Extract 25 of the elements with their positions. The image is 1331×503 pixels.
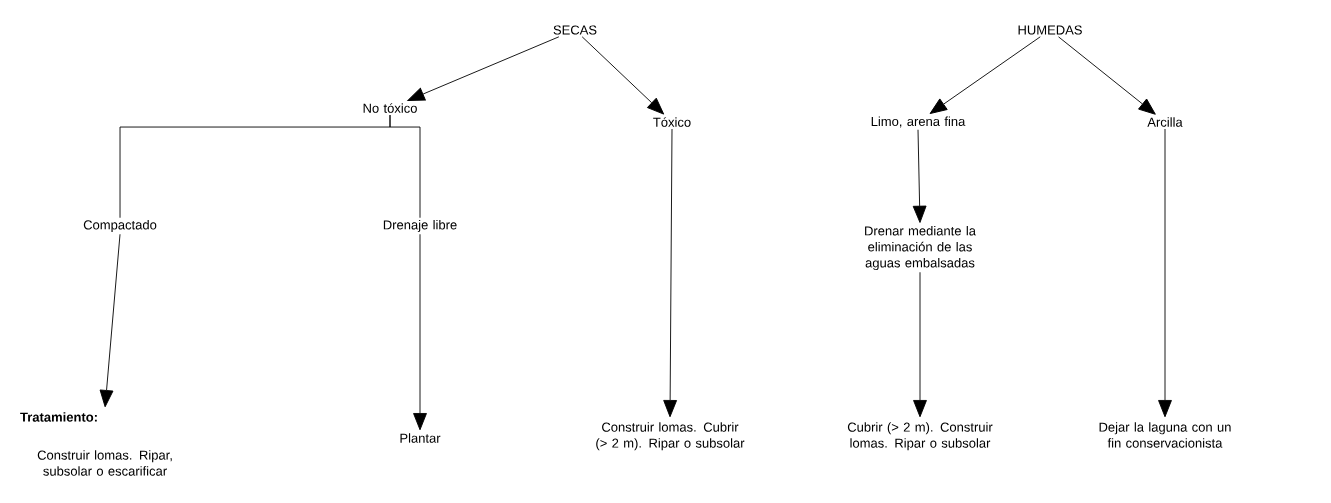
arrow xyxy=(99,233,121,408)
arrow xyxy=(581,36,665,115)
text-label: Dejar la laguna con un fin conservacionista xyxy=(1099,422,1231,448)
arrow xyxy=(1158,128,1172,418)
text-label: Cubrir (> 2 m). Construir lomas. Ripar o subsolar xyxy=(847,422,993,451)
arrow xyxy=(663,128,678,418)
text-label: Drenaje libre xyxy=(383,219,457,233)
arrow xyxy=(413,233,427,431)
text-label: Construir lomas. Cubrir (> 2 m). Ripar o subsolar xyxy=(596,422,745,451)
text-label: Tratamiento: Construir lomas. Ripar, subsolar o escarificar xyxy=(20,412,172,476)
text-label: Limo, arena fina xyxy=(871,116,966,128)
text-label: Arcilla xyxy=(1147,117,1183,127)
arrow xyxy=(929,36,1041,114)
text-label: No tóxico xyxy=(363,103,417,113)
arrow xyxy=(913,271,927,418)
text-label: HUMEDAS xyxy=(1018,25,1082,35)
connector-line xyxy=(389,114,421,219)
arrow xyxy=(407,36,560,101)
text-label: SECAS xyxy=(553,25,597,35)
text-label: Plantar xyxy=(400,433,441,443)
arrow xyxy=(912,129,927,223)
arrow xyxy=(1058,36,1156,115)
text-label: Tóxico xyxy=(653,117,691,127)
text-label: Drenar mediante la eliminación de las aguas embalsadas xyxy=(865,225,976,271)
text-label: Compactado xyxy=(83,219,157,233)
